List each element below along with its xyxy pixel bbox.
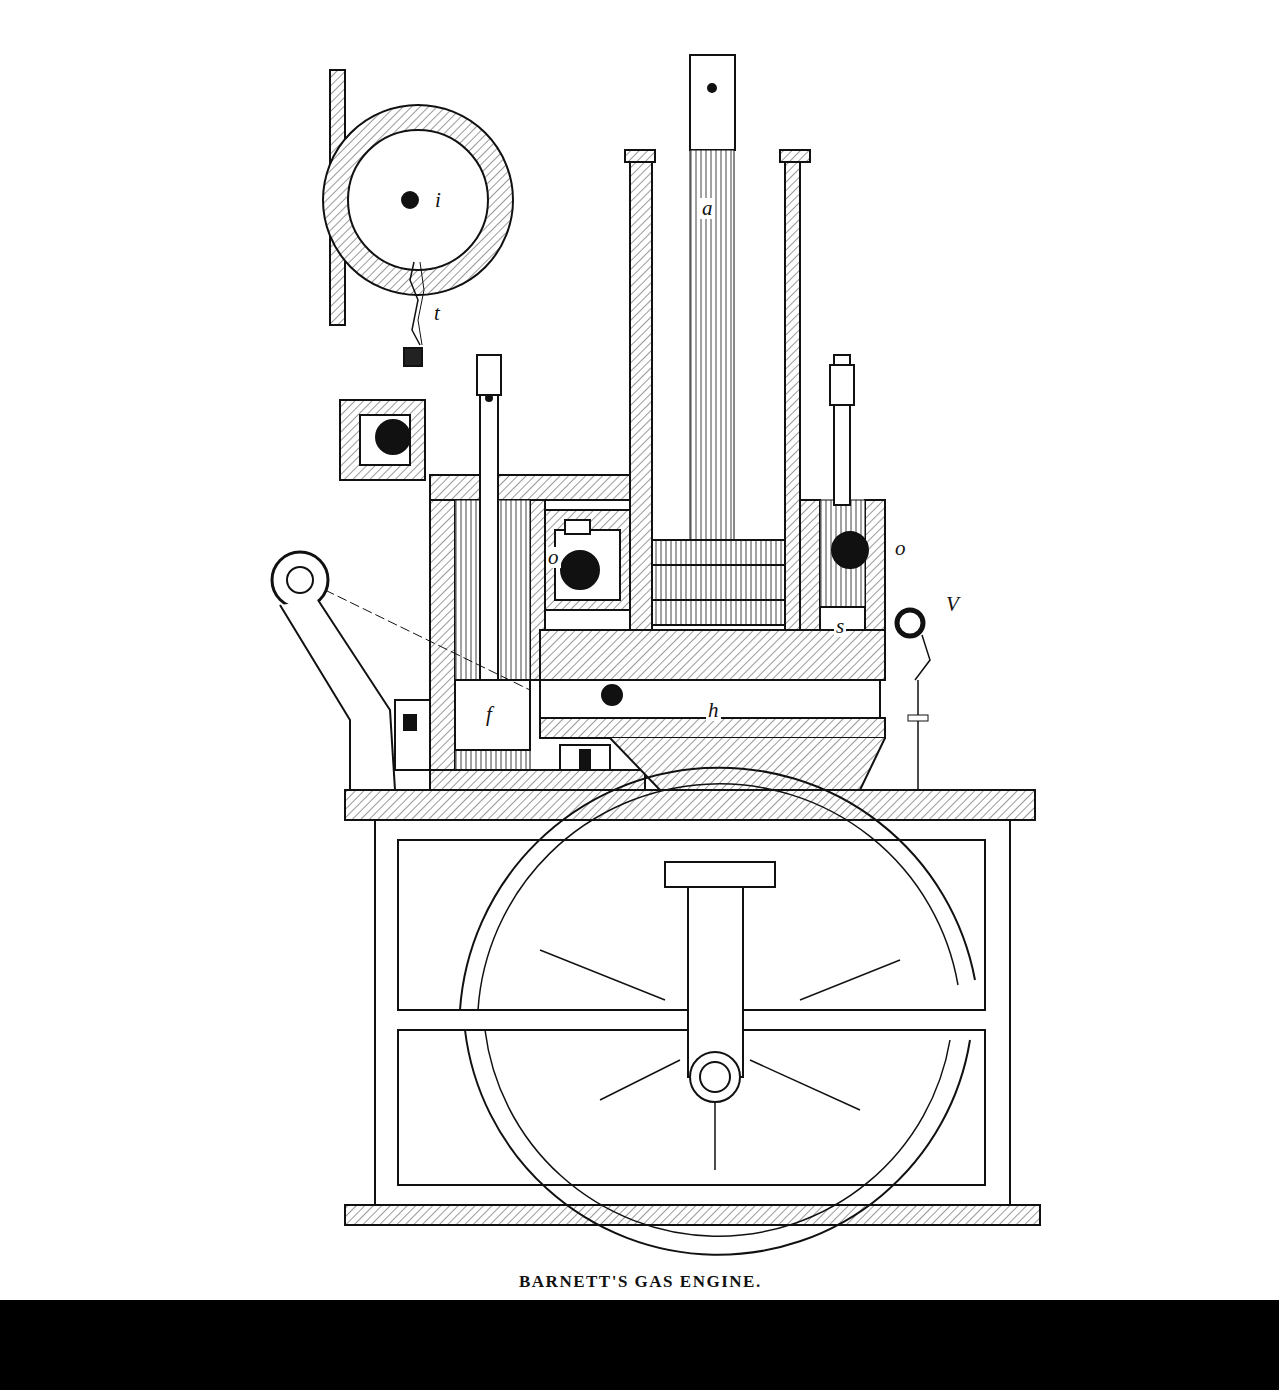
figure-caption: BARNETT'S GAS ENGINE. [519, 1272, 762, 1292]
callout-letter: o [546, 547, 561, 568]
callout-letter: V [944, 594, 961, 615]
callout-letter: i [433, 190, 443, 211]
callout-letter: o [893, 538, 908, 559]
callout-letter: f [484, 704, 494, 725]
callout-letter: t [432, 303, 442, 324]
footer-band [0, 1300, 1279, 1390]
callout-letter: a [700, 198, 715, 219]
callout-letter: s [834, 616, 846, 637]
callout-letter: h [706, 700, 721, 721]
